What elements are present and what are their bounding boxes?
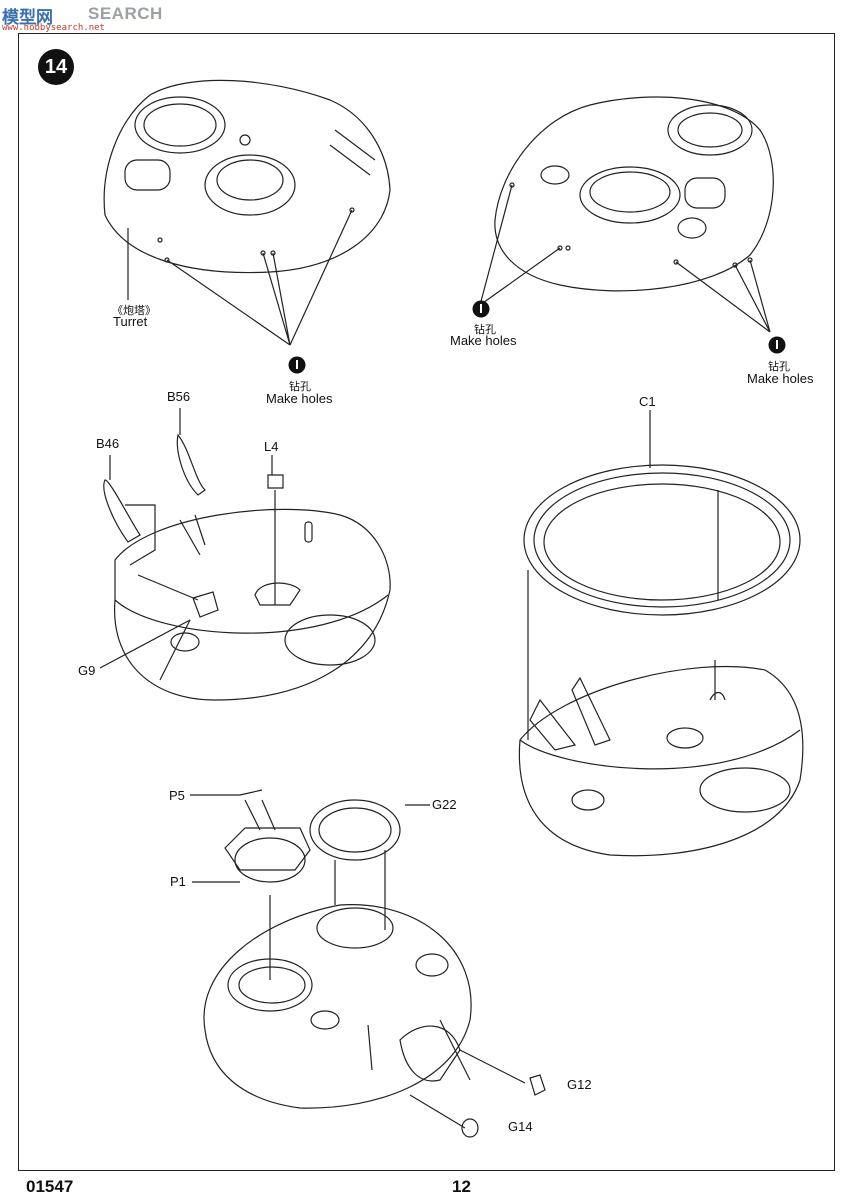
drill-icon: [288, 356, 306, 374]
part-label-g9: G9: [78, 663, 96, 678]
page-frame: [18, 33, 835, 1171]
part-label-g12: G12: [567, 1077, 592, 1092]
part-label-b46: B46: [96, 436, 120, 451]
part-label-p5: P5: [169, 788, 185, 803]
turret-bottom-drawing: [190, 789, 546, 1138]
watermark-url: www.hobbysearch.net: [2, 23, 105, 33]
part-label-c1: C1: [639, 394, 656, 409]
watermark-logo: 模型网: [2, 8, 53, 27]
watermark-search: SEARCH: [88, 4, 163, 23]
part-label-p1: P1: [170, 874, 186, 889]
part-label-b56: B56: [167, 389, 191, 404]
product-code: 01547: [26, 1177, 74, 1196]
turret-middle-right-drawing: [518, 660, 804, 857]
drill-cn-label: 钻孔: [474, 323, 496, 336]
make-holes-label: Make holes: [266, 391, 333, 406]
label-leaders: [159, 619, 191, 681]
part-label-l4: L4: [264, 439, 279, 454]
step-number-badge: 14: [38, 49, 74, 85]
make-holes-label: Make holes: [747, 371, 814, 386]
part-label-g22: G22: [432, 797, 457, 812]
turret-cn-label: 《炮塔》: [112, 304, 156, 317]
turret-middle-left-drawing: [99, 408, 391, 701]
page-number: 12: [452, 1177, 471, 1196]
turret-label: Turret: [113, 314, 148, 329]
turret-top-left-drawing: [103, 79, 391, 346]
drill-icon: [768, 336, 786, 354]
drill-cn-label: 钻孔: [768, 360, 790, 373]
watermark: 模型网 SEARCH www.hobbysearch.net: [0, 0, 170, 36]
turret-ring-drawing: [523, 410, 801, 740]
drill-icon: [472, 300, 490, 318]
drill-cn-label: 钻孔: [289, 380, 311, 393]
make-holes-label: Make holes: [450, 333, 517, 348]
turret-top-right-drawing: [479, 96, 774, 333]
part-label-g14: G14: [508, 1119, 533, 1134]
